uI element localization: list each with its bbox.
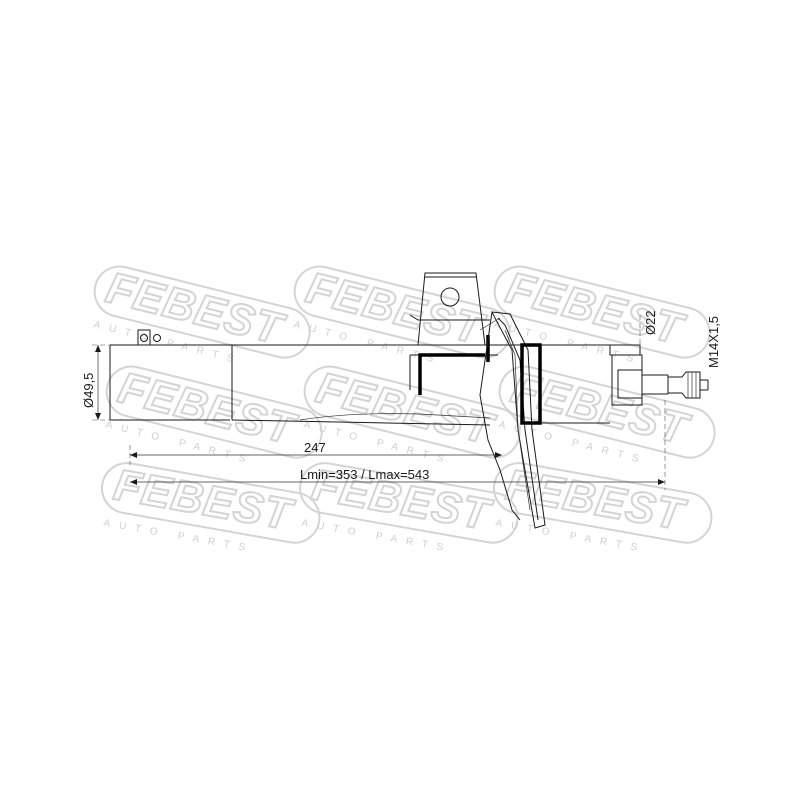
threaded-stud: [668, 371, 709, 399]
piston-rod: [609, 344, 669, 406]
technical-drawing: Ø49,5 247 Lmin=353 / Lmax=543 Ø22 M14X1,…: [81, 272, 721, 529]
watermark-logo: FEBEST AUTO PARTS: [100, 459, 321, 555]
dust-boot: [520, 343, 610, 425]
watermark-logo: FEBEST AUTO PARTS: [293, 262, 511, 367]
watermark-layer: FEBEST AUTO PARTS FEBEST AUTO PARTS FEBE…: [93, 262, 716, 555]
watermark-brand-text: FEBEST: [113, 363, 301, 455]
watermark-brand-text: FEBEST: [311, 363, 499, 455]
watermark-brand-text: FEBEST: [501, 263, 689, 355]
watermark-brand-text: FEBEST: [101, 263, 289, 355]
label-mount-offset: 247: [304, 440, 326, 455]
dimension-mount-offset: [129, 445, 502, 465]
dimension-length-range: [130, 400, 666, 490]
label-body-diameter: Ø49,5: [81, 373, 96, 408]
label-length-range: Lmin=353 / Lmax=543: [300, 467, 429, 482]
dimension-body-diameter: [92, 344, 110, 421]
label-thread: M14X1,5: [706, 316, 721, 368]
watermark-logo: FEBEST AUTO PARTS: [492, 459, 713, 555]
label-rod-diameter: Ø22: [643, 310, 658, 335]
watermark-brand-text: FEBEST: [506, 363, 694, 455]
watermark-logo: FEBEST AUTO PARTS: [93, 262, 311, 367]
sensor-bracket: [137, 329, 161, 345]
